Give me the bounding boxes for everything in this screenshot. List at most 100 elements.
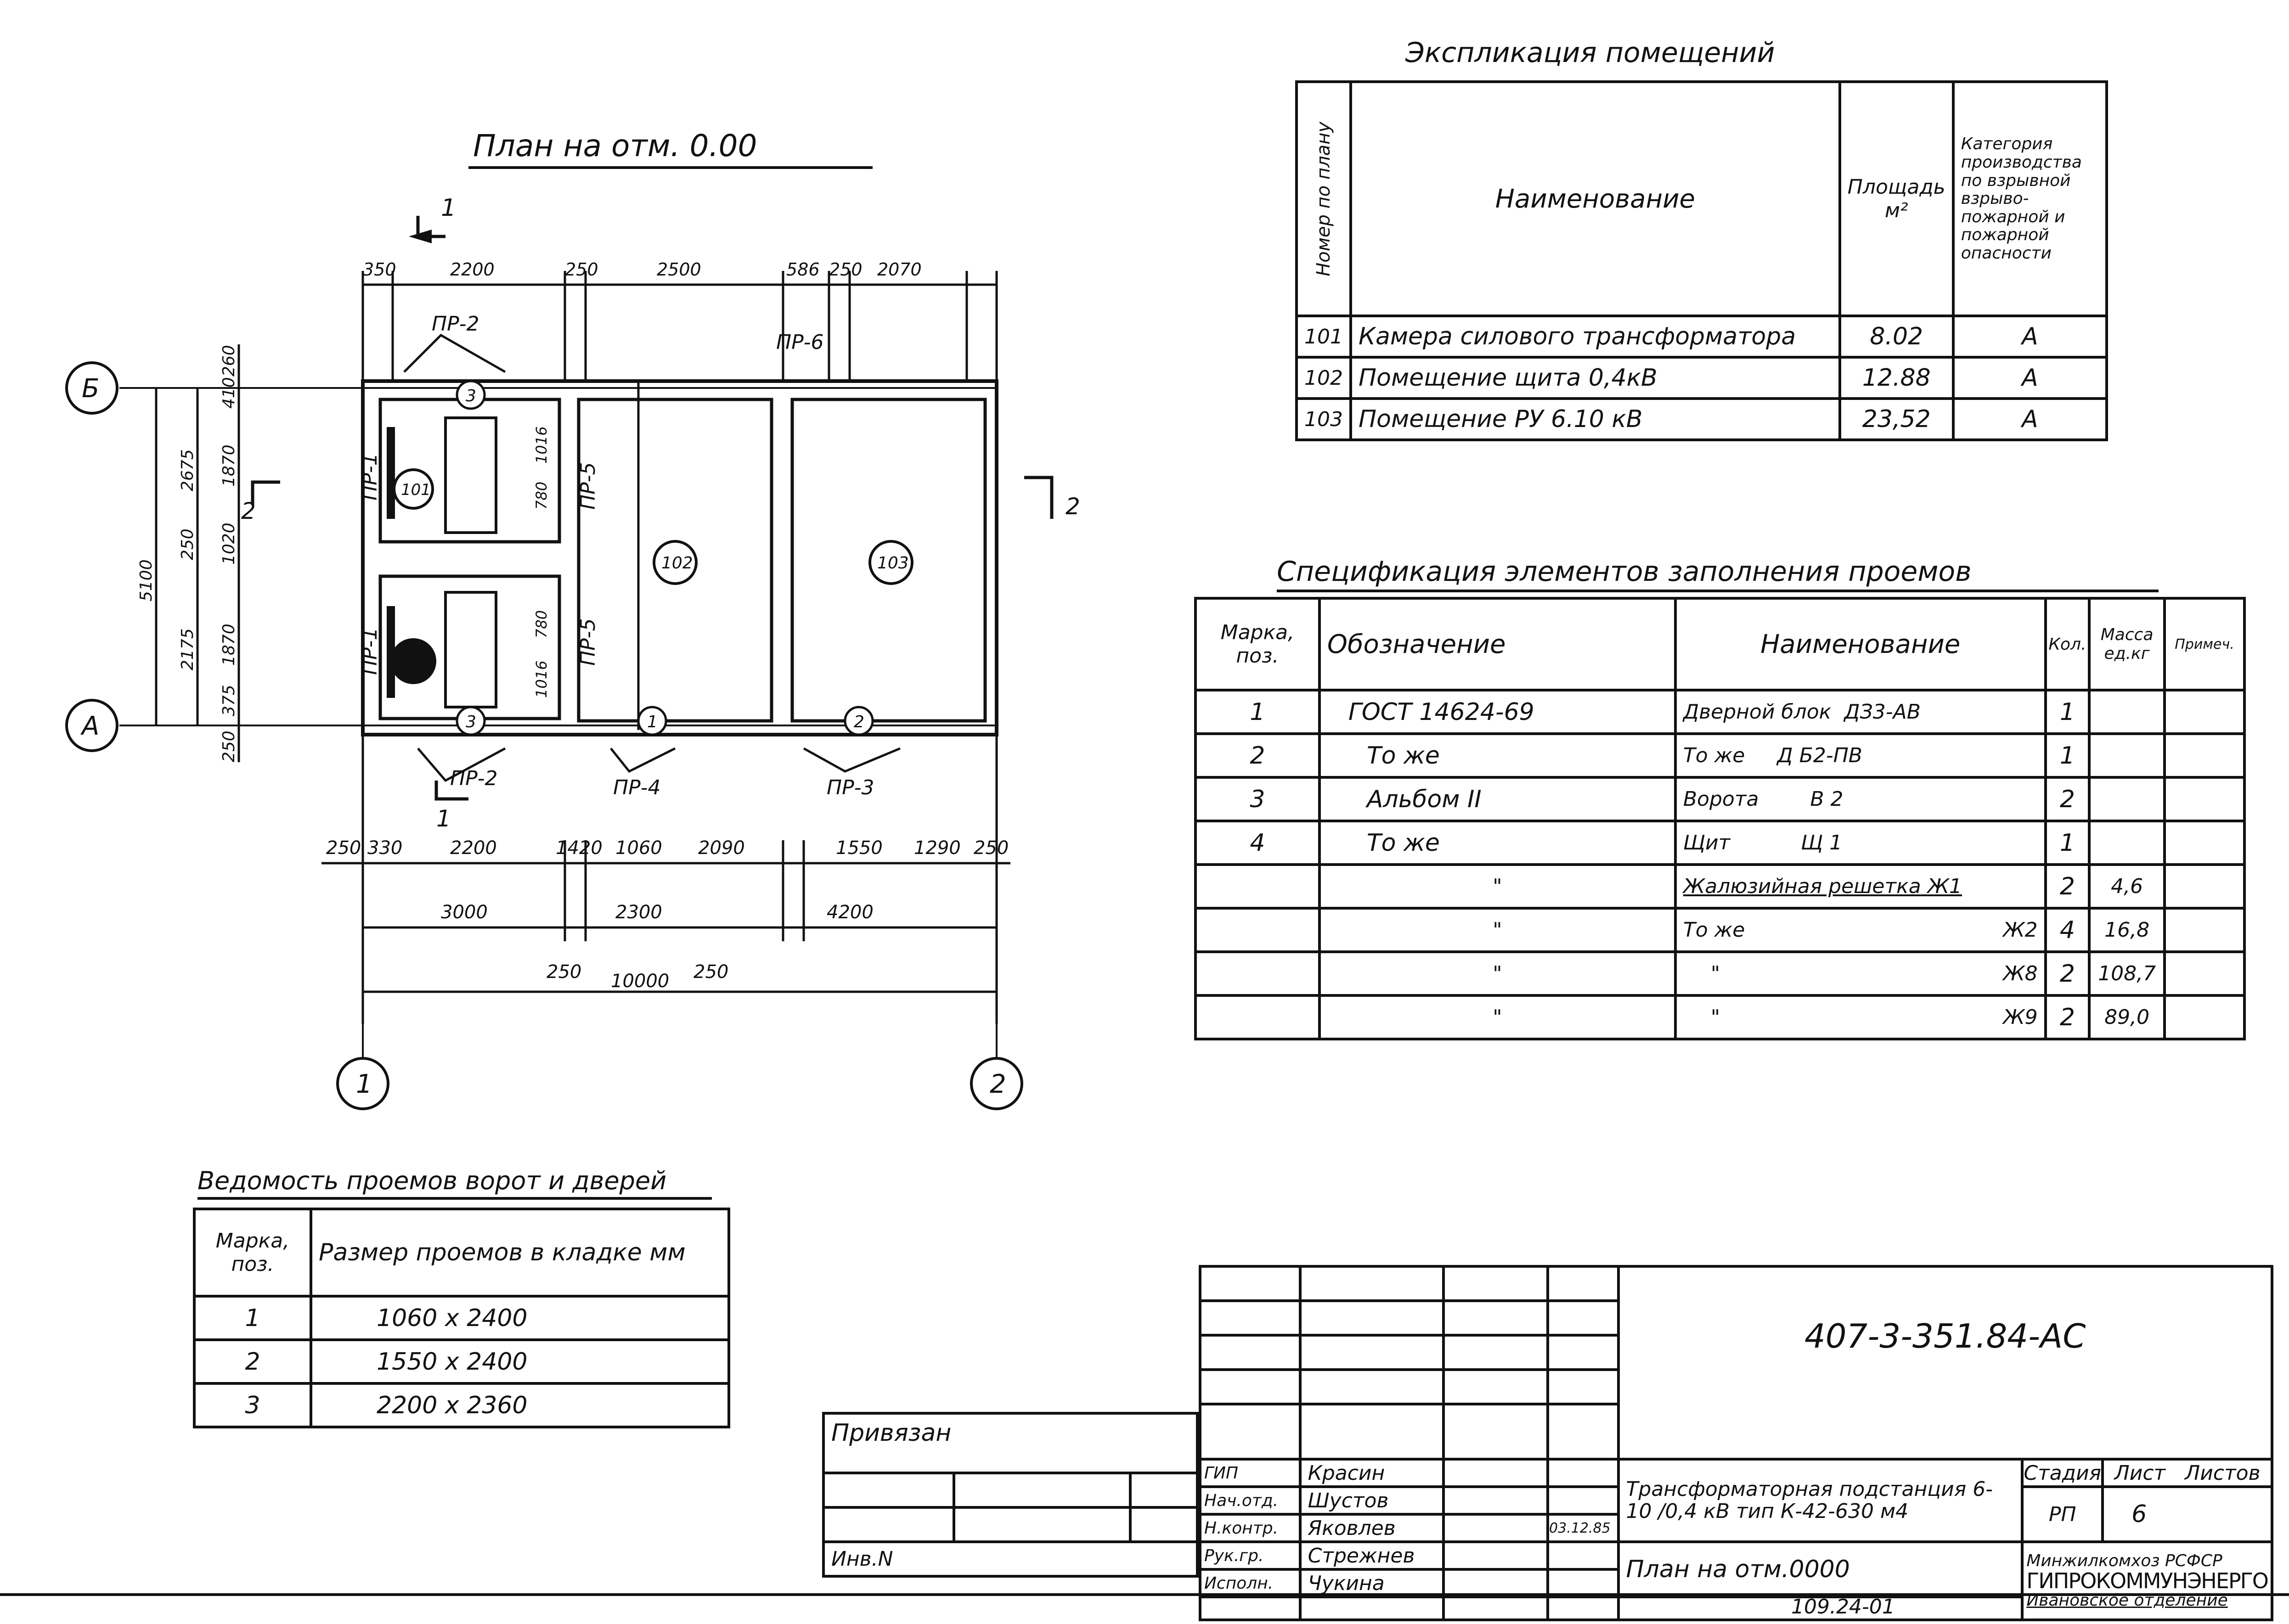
dim-bottom3-1: 250	[547, 961, 581, 983]
dim-left2-1: 2675	[178, 449, 197, 491]
dim-left3: 5100	[137, 559, 156, 601]
spec-header-name: Наименование	[1674, 597, 2047, 691]
spec-row: 3 Альбом II Ворота В 2 2	[1194, 776, 2246, 822]
role-row: ГИП Красин Трансформаторная подстанция 6…	[1199, 1458, 2273, 1543]
opening-pr3: ПР-3	[827, 776, 874, 799]
spec-row: 1 ГОСТ 14624-69 Дверной блок ДЗ3-АВ 1	[1194, 689, 2246, 735]
dim-inner-3: 1016	[533, 661, 550, 698]
specification-title: Спецификация элементов заполнения проемо…	[1277, 556, 2159, 592]
bound-stamp: Привязан Инв.N	[822, 1412, 1199, 1578]
title-block: 407-3-351.84-АС ГИП Красин Трансформатор…	[1199, 1265, 2274, 1621]
spec-row: 4 То же Щит Щ 1 1	[1194, 820, 2246, 866]
door-mark-3a: 3	[466, 387, 476, 405]
dim-bottom-8: 1290	[914, 837, 961, 859]
room-103-label: 103	[877, 554, 909, 573]
dim-bottom-3: 2200	[450, 837, 497, 859]
role-row: Исполн. Чукина	[1199, 1568, 2272, 1598]
dim-bottom-5: 1060	[615, 837, 662, 859]
sheet-value: 6	[2101, 1485, 2273, 1543]
room-103-outline	[790, 398, 987, 723]
dim-top-1: 350	[363, 259, 396, 280]
signature-cell	[1442, 1458, 1550, 1488]
dim-top-7: 2070	[877, 259, 922, 280]
dim-bottom-1: 250	[326, 837, 361, 859]
spec-row: " Жалюзийная решетка Ж1 2 4,6	[1194, 863, 2246, 910]
explication-row: 102 Помещение щита 0,4кВ 12.88 А	[1295, 356, 2109, 400]
date-value: 03.12.85	[1546, 1513, 1620, 1543]
explication-header-area: Площадь м²	[1838, 80, 1955, 317]
spec-header-mass: Масса ед.кг	[2088, 597, 2166, 691]
opening-pr4: ПР-4	[613, 776, 661, 799]
opening-pr6: ПР-6	[776, 331, 824, 354]
dim-inner-2: 1016	[533, 427, 550, 464]
opening-pr1-upper: ПР-1	[358, 453, 382, 501]
explication-header-name: Наименование	[1349, 80, 1841, 317]
openings-list-table: Марка, поз. Размер проемов в кладке мм 1…	[193, 1208, 730, 1428]
axis-a-bubble	[65, 699, 118, 752]
dim-top-6: 250	[829, 259, 863, 280]
dim-bottom-9: 250	[974, 837, 1009, 859]
axis-a-label: А	[80, 711, 99, 741]
door-mark-1: 1	[647, 713, 658, 731]
dim-left-1: 260	[220, 345, 238, 376]
opening-pr5-lower: ПР-5	[576, 618, 600, 666]
spec-header-mark: Марка, поз.	[1194, 597, 1321, 691]
inv-label: Инв.N	[822, 1540, 1199, 1578]
axis-b-bubble	[65, 361, 118, 415]
dim-left-5: 250	[178, 528, 197, 560]
opening-pr5-upper: ПР-5	[576, 462, 600, 510]
spec-header-qty: Кол.	[2044, 597, 2091, 691]
dim-left-3: 1870	[220, 444, 238, 487]
dim-bottom2-2: 2300	[615, 902, 662, 923]
dim-bottom-2: 330	[367, 837, 402, 859]
explication-header-num: Номер по плану	[1295, 80, 1353, 317]
explication-row: 103 Помещение РУ 6.10 кВ 23,52 А	[1295, 397, 2109, 441]
section-2-left-label: 2	[241, 498, 256, 524]
plan-title: План на отм. 0.00	[473, 128, 757, 163]
dim-bottom3-2: 10000	[611, 971, 669, 992]
section-2-right-label: 2	[1066, 493, 1080, 520]
room-102-bubble	[653, 540, 698, 585]
dim-left2-2: 2175	[178, 628, 197, 670]
building-outline	[361, 379, 998, 736]
explication-table: Номер по плану Наименование Площадь м² К…	[1295, 80, 2109, 441]
org-institute: ГИПРОКОММУНЭНЕРГО	[2026, 1568, 2269, 1593]
axis-b-label: Б	[82, 374, 99, 404]
spec-row: " "Ж9 2 89,0	[1194, 994, 2246, 1040]
openings-row: 1 1060 х 2400	[193, 1295, 730, 1341]
section-1-bottom-label: 1	[436, 805, 451, 832]
bound-label: Привязан	[822, 1412, 1199, 1474]
door-mark-2: 2	[854, 713, 864, 731]
explication-header-cat: Категория производства по взрывной взрыв…	[1951, 80, 2109, 317]
project-name: Трансформаторная подстанция 6-10 /0,4 кВ…	[1617, 1458, 2024, 1543]
openings-row: 3 2200 х 2360	[193, 1382, 730, 1428]
document-code: 407-3-351.84-АС	[1617, 1265, 2274, 1404]
specification-table: Марка, поз. Обозначение Наименование Кол…	[1194, 597, 2246, 1040]
door-mark-3b: 3	[466, 713, 476, 731]
openings-list-title: Ведомость проемов ворот и дверей	[197, 1166, 712, 1200]
explication-title: Экспликация помещений	[1405, 37, 1775, 69]
dim-bottom3-3: 250	[693, 961, 728, 983]
room-102-label: 102	[661, 554, 693, 573]
openings-header-mark: Марка, поз.	[193, 1208, 312, 1298]
axis-2-bubble	[970, 1057, 1023, 1110]
dim-top-4: 2500	[657, 259, 701, 280]
room-101-label: 101	[401, 481, 431, 499]
org-ministry: Минжилкомхоз РСФСР	[2026, 1551, 2222, 1571]
dim-left-7: 375	[220, 685, 238, 716]
sheet-title: План на отм.0000	[1617, 1540, 2024, 1598]
dim-top-2: 2200	[450, 259, 495, 280]
spec-row: 2 То же То же Д Б2-ПВ 1	[1194, 732, 2246, 779]
spec-header-note: Примеч.	[2163, 597, 2246, 691]
frame-bottom-line	[0, 1593, 2289, 1596]
equipment-dot	[390, 638, 436, 684]
spec-row: " "Ж8 2 108,7	[1194, 950, 2246, 997]
dim-left-6: 1870	[220, 624, 238, 666]
room-102-outline	[577, 398, 773, 723]
dim-left-2: 410	[220, 377, 238, 409]
opening-pr2-bottom: ПР-2	[450, 767, 498, 790]
dim-bottom2-3: 4200	[827, 902, 874, 923]
bottom-number: 109.24-01	[1791, 1595, 1895, 1618]
